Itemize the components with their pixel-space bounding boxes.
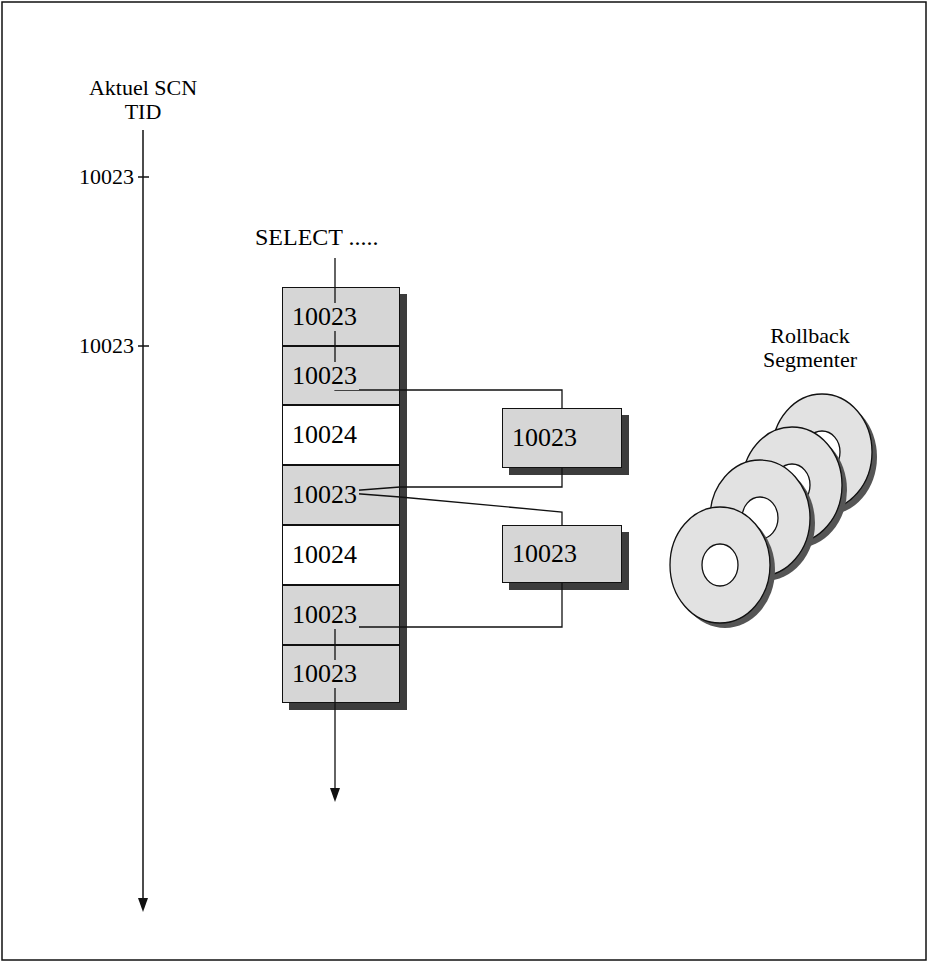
disk xyxy=(670,507,770,623)
rollback-link xyxy=(400,390,562,408)
block-fill xyxy=(282,585,400,645)
axis-arrowhead xyxy=(138,898,148,912)
data-block: 10023 xyxy=(282,585,400,645)
rollback-link xyxy=(400,497,562,525)
disk-hole xyxy=(702,544,738,586)
tick-label: 10023 xyxy=(30,334,134,358)
scn-number: 10024 xyxy=(290,421,359,449)
data-block: 10023 xyxy=(282,645,400,703)
scn-number: 10023 xyxy=(290,601,359,629)
time-axis xyxy=(142,130,144,900)
block-fill xyxy=(282,346,400,405)
query-label: SELECT ..... xyxy=(255,224,415,250)
block-fill xyxy=(502,408,622,468)
block-fill xyxy=(502,525,622,583)
data-block: 10023 xyxy=(282,346,400,405)
block-fill xyxy=(282,645,400,703)
connector-line xyxy=(400,583,562,627)
connector-line xyxy=(400,468,562,487)
rollback-link xyxy=(400,583,562,627)
tick-label: 10023 xyxy=(30,165,134,189)
connector-line xyxy=(400,497,562,525)
segment-label: Rollback Segmenter xyxy=(745,324,875,372)
scn-number: 10024 xyxy=(290,541,359,569)
rollback-block: 10023 xyxy=(502,408,622,468)
scn-number: 10023 xyxy=(290,481,359,509)
axis-tick xyxy=(138,176,149,178)
block-fill xyxy=(282,287,400,346)
scn-number: 10023 xyxy=(510,540,579,568)
data-block: 10023 xyxy=(282,287,400,346)
data-block: 10023 xyxy=(282,465,400,525)
axis-tick xyxy=(138,345,149,347)
connector-line xyxy=(400,390,562,408)
scn-number: 10023 xyxy=(290,362,359,390)
scn-number: 10023 xyxy=(290,303,359,331)
block-fill xyxy=(282,465,400,525)
scn-number: 10023 xyxy=(290,660,359,688)
read-arrowhead xyxy=(330,788,340,802)
rollback-link xyxy=(400,468,562,487)
block-fill xyxy=(282,525,400,585)
data-block: 10024 xyxy=(282,525,400,585)
rollback-block: 10023 xyxy=(502,525,622,583)
axis-title: Aktuel SCN TID xyxy=(78,76,208,124)
block-fill xyxy=(282,405,400,465)
frame xyxy=(2,2,926,960)
read-path xyxy=(335,627,400,790)
scn-number: 10023 xyxy=(510,424,579,452)
data-block: 10024 xyxy=(282,405,400,465)
